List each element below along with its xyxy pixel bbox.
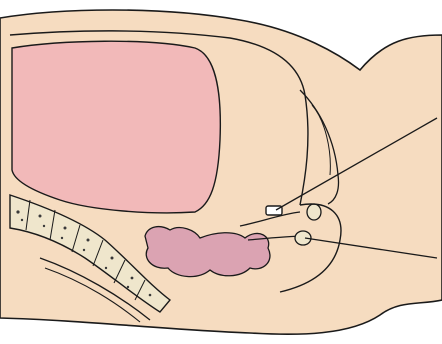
device-right [307,204,321,220]
bladder-organ [12,41,220,213]
